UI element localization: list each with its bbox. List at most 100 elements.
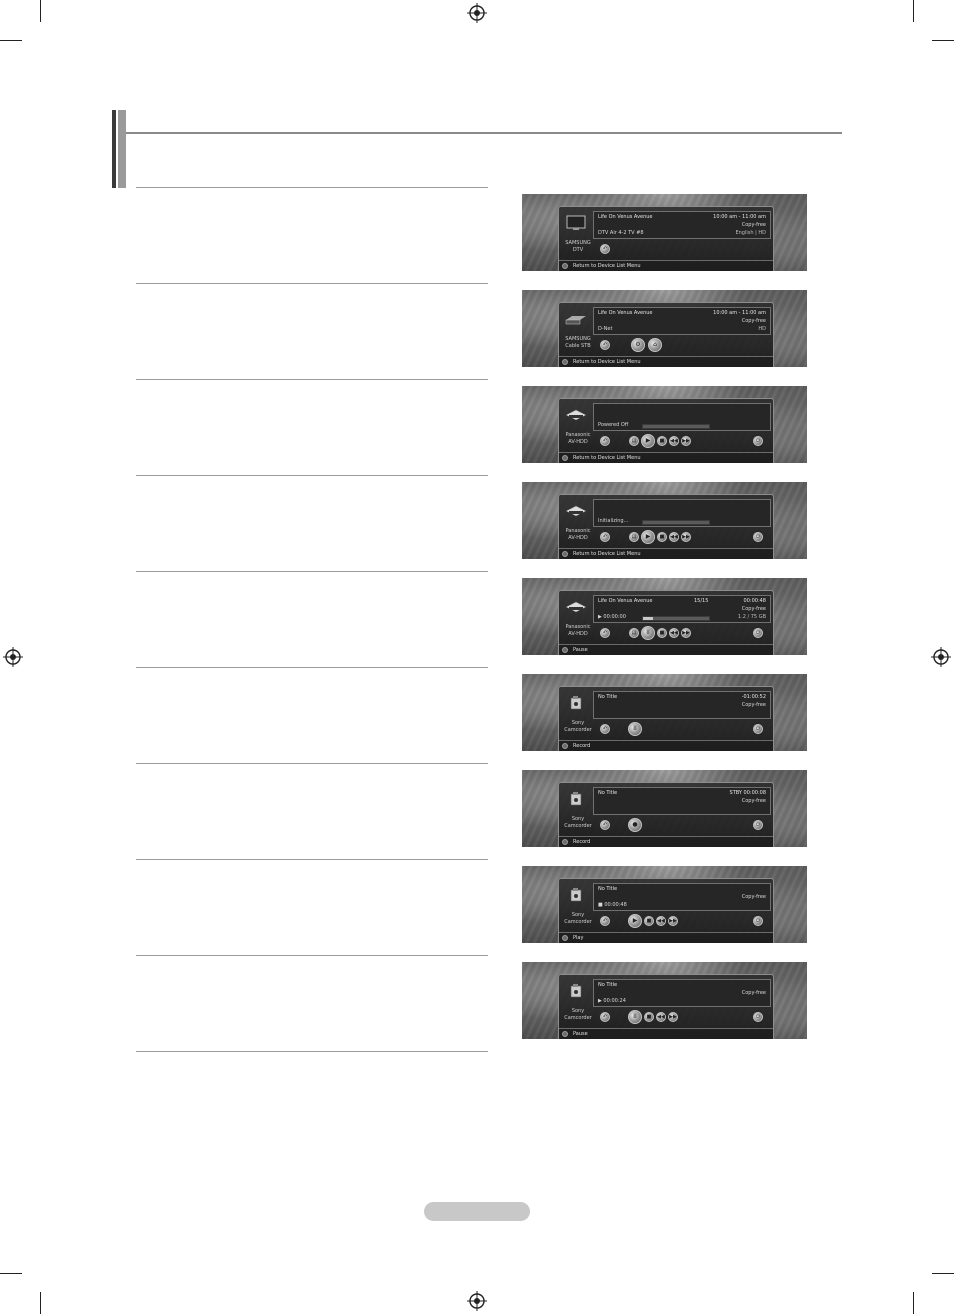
- power-button[interactable]: ⏻: [753, 820, 763, 830]
- record-button[interactable]: ●: [628, 818, 642, 832]
- progress-bar: [642, 520, 710, 525]
- playback-position: ■ 00:00:48: [598, 902, 627, 908]
- row-divider: [136, 379, 488, 380]
- osd-footer: Play: [559, 932, 773, 943]
- footer-hint: Return to Device List Menu: [573, 263, 641, 269]
- section-header-rule: [126, 132, 842, 134]
- stop-button[interactable]: ■: [657, 628, 667, 638]
- recorder-icon: [565, 601, 587, 613]
- control-bar: ↶ II ⏻: [593, 722, 769, 738]
- pause-button[interactable]: II: [641, 626, 655, 640]
- power-button[interactable]: ⏻: [753, 532, 763, 542]
- play-button[interactable]: ▶: [641, 530, 655, 544]
- registration-mark-icon: [467, 3, 487, 23]
- menu-button[interactable]: ▤: [629, 628, 639, 638]
- program-title: Life On Venus Avenue: [598, 598, 653, 604]
- return-button[interactable]: ↶: [600, 532, 610, 542]
- power-button[interactable]: ⏻: [753, 916, 763, 926]
- playback-position: ▶ 00:00:00: [598, 614, 626, 620]
- footer-hint: Record: [573, 839, 591, 845]
- registration-mark-icon: [3, 647, 23, 667]
- fast-forward-button[interactable]: ▶▶: [681, 436, 691, 446]
- copy-status: Copy-free: [741, 798, 766, 804]
- osd-footer: Return to Device List Menu: [559, 260, 773, 271]
- power-button[interactable]: ⏻: [753, 1012, 763, 1022]
- rewind-button[interactable]: ◀◀: [656, 916, 666, 926]
- menu-button[interactable]: ▤: [629, 436, 639, 446]
- stop-button[interactable]: ■: [657, 436, 667, 446]
- return-button[interactable]: ↶: [600, 244, 610, 254]
- button-hint-icon: [562, 743, 568, 749]
- program-info: Life On Venus Avenue 15/15 00:00:48 Copy…: [593, 595, 771, 623]
- fast-forward-button[interactable]: ▶▶: [668, 1012, 678, 1022]
- play-button[interactable]: ▶: [628, 914, 642, 928]
- program-title: No Title: [598, 694, 618, 700]
- rewind-button[interactable]: ◀◀: [669, 628, 679, 638]
- return-button[interactable]: ↶: [600, 916, 610, 926]
- play-button[interactable]: ▶: [641, 434, 655, 448]
- copy-status: Copy-free: [741, 990, 766, 996]
- program-info: Life On Venus Avenue 10:00 am - 11:00 am…: [593, 307, 771, 335]
- fast-forward-button[interactable]: ▶▶: [668, 916, 678, 926]
- program-info: Powered Off: [593, 403, 771, 431]
- chapter-count: 15/15: [694, 598, 709, 604]
- progress-bar: [642, 424, 710, 429]
- rewind-button[interactable]: ◀◀: [669, 436, 679, 446]
- control-bar: ↶ II ■ ◀◀ ▶▶ ⏻: [593, 1010, 769, 1026]
- return-button[interactable]: ↶: [600, 628, 610, 638]
- tools-button[interactable]: ⚙: [631, 338, 645, 352]
- footer-hint: Return to Device List Menu: [573, 551, 641, 557]
- stop-button[interactable]: ■: [657, 532, 667, 542]
- power-button[interactable]: ⏻: [753, 724, 763, 734]
- return-button[interactable]: ↶: [600, 1012, 610, 1022]
- menu-button[interactable]: ▤: [629, 532, 639, 542]
- camcorder-icon: [570, 792, 582, 806]
- fast-forward-button[interactable]: ▶▶: [681, 628, 691, 638]
- copy-status: Copy-free: [741, 318, 766, 324]
- power-button[interactable]: ⏻: [753, 436, 763, 446]
- return-button[interactable]: ↶: [600, 436, 610, 446]
- pause-button[interactable]: II: [628, 1010, 642, 1024]
- button-hint-icon: [562, 839, 568, 845]
- control-bar: ↶ ▤ ▶ ■ ◀◀ ▶▶ ⏻: [593, 434, 769, 450]
- button-hint-icon: [562, 935, 568, 941]
- home-button[interactable]: ⌂: [648, 338, 662, 352]
- rewind-button[interactable]: ◀◀: [669, 532, 679, 542]
- storage-usage: 1.2 / 75 GB: [737, 614, 766, 620]
- program-info: No Title Copy-free ▶ 00:00:24: [593, 979, 771, 1007]
- program-title: No Title: [598, 982, 618, 988]
- rewind-button[interactable]: ◀◀: [656, 1012, 666, 1022]
- row-divider: [136, 859, 488, 860]
- stop-button[interactable]: ■: [644, 916, 654, 926]
- device-status: Initializing...: [598, 518, 629, 524]
- return-button[interactable]: ↶: [600, 724, 610, 734]
- return-button[interactable]: ↶: [600, 820, 610, 830]
- stop-button[interactable]: ■: [644, 1012, 654, 1022]
- program-time: 10:00 am - 11:00 am: [713, 310, 766, 316]
- control-bar: ↶ ▤ II ■ ◀◀ ▶▶ ⏻: [593, 626, 769, 642]
- return-button[interactable]: ↶: [600, 340, 610, 350]
- program-title: Life On Venus Avenue: [598, 310, 653, 316]
- control-bar: ↶: [593, 242, 769, 258]
- program-info: No Title -01:00:52 Copy-free: [593, 691, 771, 719]
- camcorder-icon: [570, 984, 582, 998]
- crop-mark: [913, 0, 914, 22]
- program-info: Life On Venus Avenue 10:00 am - 11:00 am…: [593, 211, 771, 239]
- copy-status: Copy-free: [741, 606, 766, 612]
- fast-forward-button[interactable]: ▶▶: [681, 532, 691, 542]
- pause-button[interactable]: II: [628, 722, 642, 736]
- power-button[interactable]: ⏻: [753, 628, 763, 638]
- section-header-bar: [112, 110, 126, 188]
- button-hint-icon: [562, 455, 568, 461]
